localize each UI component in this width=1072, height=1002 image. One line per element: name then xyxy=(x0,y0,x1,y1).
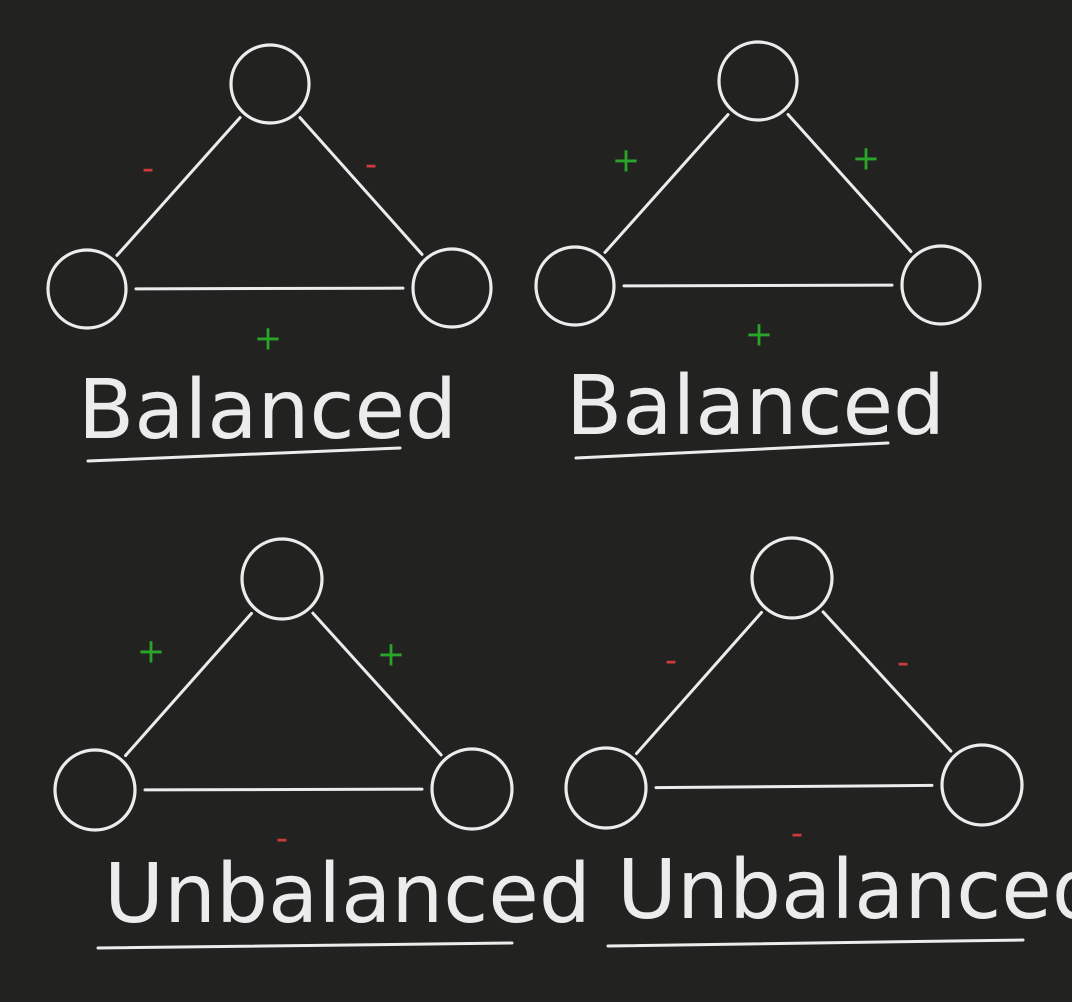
node-top xyxy=(229,43,311,125)
edge-left xyxy=(634,610,764,756)
caption-underline xyxy=(606,938,1025,948)
edge-bottom xyxy=(622,283,894,288)
edge-right xyxy=(786,112,913,254)
caption-underline xyxy=(86,446,402,463)
edge-sign-right: + xyxy=(852,139,881,179)
node-top xyxy=(717,40,799,122)
edge-bottom xyxy=(134,286,405,291)
edge-left xyxy=(603,113,730,254)
node-right xyxy=(430,747,514,831)
node-top xyxy=(750,536,834,620)
edge-bottom xyxy=(143,787,424,792)
edge-right xyxy=(298,116,424,256)
node-right xyxy=(411,247,493,329)
node-left xyxy=(564,746,648,830)
triangle-diagram: ---Unbalanced xyxy=(564,536,1072,948)
edge-sign-left: + xyxy=(612,141,641,181)
edge-sign-bottom: + xyxy=(254,319,283,359)
edge-sign-right: - xyxy=(897,643,909,683)
node-right xyxy=(900,244,982,326)
node-top xyxy=(240,537,324,621)
triangle-diagram: - - +Balanced xyxy=(46,43,493,463)
edge-right xyxy=(821,610,953,753)
node-left xyxy=(534,245,616,327)
node-left xyxy=(53,748,137,832)
edge-right xyxy=(311,611,443,757)
edge-sign-right: - xyxy=(365,145,377,185)
caption-underline xyxy=(574,441,890,460)
edge-sign-right: + xyxy=(377,635,406,675)
edge-sign-bottom: + xyxy=(745,315,774,355)
edge-left xyxy=(124,611,253,758)
diagram-caption: Unbalanced xyxy=(617,843,1072,938)
diagram-caption: Balanced xyxy=(566,359,945,454)
triangle-diagram: + + -Unbalanced xyxy=(53,537,591,950)
edge-sign-bottom: - xyxy=(791,814,803,854)
diagram-caption: Unbalanced xyxy=(104,847,591,942)
node-right xyxy=(940,743,1024,827)
diagram-caption: Balanced xyxy=(78,363,457,458)
edge-sign-left: - xyxy=(665,641,677,681)
edge-bottom xyxy=(654,783,934,790)
edge-sign-bottom: - xyxy=(276,819,288,859)
edge-left xyxy=(115,116,242,257)
caption-underline xyxy=(96,941,514,950)
triangle-diagram: +++Balanced xyxy=(534,40,982,460)
node-left xyxy=(46,248,128,330)
edge-sign-left: - xyxy=(142,149,154,189)
edge-sign-left: + xyxy=(137,632,166,672)
